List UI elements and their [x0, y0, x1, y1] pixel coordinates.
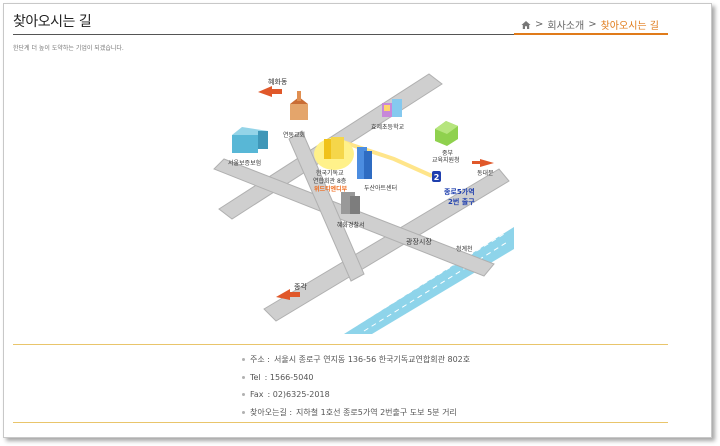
- label-hq-3: 위드티엔디부: [314, 185, 348, 193]
- bullet-icon: [242, 375, 245, 379]
- label-jonggak: 종각: [294, 283, 307, 291]
- label-church: 연동교회: [283, 131, 305, 139]
- label-police: 혜화경찰서: [337, 221, 365, 229]
- address-value: 서울시 종로구 연지동 136-56 한국기독교연합회관 802호: [273, 355, 471, 364]
- breadcrumb-separator: >: [588, 19, 597, 30]
- address-label: 주소 :: [250, 355, 270, 364]
- label-hq-1: 한국기독교: [316, 169, 344, 177]
- label-office-1: 중부: [442, 150, 454, 157]
- bullet-icon: [242, 393, 245, 396]
- label-market: 광장시장: [406, 237, 432, 246]
- info-fax: Fax: 02)6325-2018: [242, 388, 470, 406]
- label-station-1: 종로5가역: [444, 187, 475, 196]
- arrow-hyehwa: [258, 86, 282, 97]
- breadcrumb: > 회사소개 > 찾아오시는 길: [521, 17, 659, 32]
- label-stream: 청계천: [456, 245, 473, 253]
- bullet-icon: [242, 358, 245, 361]
- arrow-jonggak: [276, 289, 300, 300]
- tel-label: Tel: [250, 372, 261, 382]
- route-path: [333, 137, 433, 178]
- label-station-2: 2번 출구: [448, 197, 475, 206]
- contact-info: 주소 :서울시 종로구 연지동 136-56 한국기독교연합회관 802호 Te…: [242, 353, 470, 423]
- road-lower-diagonal: [263, 168, 510, 322]
- info-rule-bottom: [13, 422, 668, 423]
- label-hq-2: 연합회관 8층: [313, 177, 347, 185]
- directions-label: 찾아오는길 :: [250, 407, 293, 417]
- label-doosan: 두산아트센터: [364, 184, 397, 192]
- station-badge-number: 2: [434, 173, 440, 182]
- label-hyehwa: 혜화동: [268, 77, 288, 86]
- label-school: 효제초등학교: [371, 123, 405, 131]
- info-directions: 찾아오는길 :지하철 1호선 종로5가역 2번출구 도보 5분 거리: [242, 406, 470, 424]
- label-insurance: 서울보증보험: [228, 159, 261, 167]
- info-tel: Tel: 1566-5040: [242, 371, 470, 389]
- road-cross-upper: [213, 158, 495, 277]
- info-rule-top: [13, 344, 668, 345]
- home-icon[interactable]: [521, 20, 531, 30]
- tel-value: : 1566-5040: [264, 372, 314, 382]
- page-frame: 찾아오시는 길 > 회사소개 > 찾아오시는 길 한단계 더 높이 도약하는 기…: [3, 3, 712, 438]
- label-dongdaemun: 동대문: [477, 169, 494, 177]
- building-insurance: [232, 127, 268, 153]
- page-subtitle: 한단계 더 높이 도약하는 기업이 되겠습니다.: [13, 45, 124, 52]
- page-title: 찾아오시는 길: [13, 14, 92, 30]
- road-vertical: [288, 130, 365, 282]
- title-rule: [13, 34, 668, 35]
- title-rule-accent: [514, 33, 668, 35]
- fax-value: : 02)6325-2018: [267, 390, 330, 399]
- breadcrumb-item-company[interactable]: 회사소개: [547, 21, 585, 32]
- directions-value: 지하철 1호선 종로5가역 2번출구 도보 5분 거리: [296, 407, 457, 417]
- breadcrumb-item-current: 찾아오시는 길: [600, 21, 659, 32]
- station-badge: [432, 171, 441, 182]
- breadcrumb-separator: >: [535, 19, 544, 30]
- building-school: [382, 99, 402, 117]
- building-office: [435, 121, 458, 146]
- label-office-2: 교육지원청: [432, 156, 460, 164]
- building-police: [341, 192, 360, 214]
- arrow-dongdaemun: [472, 159, 494, 167]
- bullet-icon: [242, 410, 245, 414]
- fax-label: Fax: [250, 390, 264, 399]
- building-doosan: [357, 147, 372, 179]
- location-map: 2 혜화동 연동교회 서울보증보험 효제초등학교 중부 교육지원청 동대문 한국…: [213, 73, 514, 334]
- building-hq: [314, 137, 354, 170]
- building-church: [290, 91, 308, 120]
- info-address: 주소 :서울시 종로구 연지동 136-56 한국기독교연합회관 802호: [242, 353, 470, 371]
